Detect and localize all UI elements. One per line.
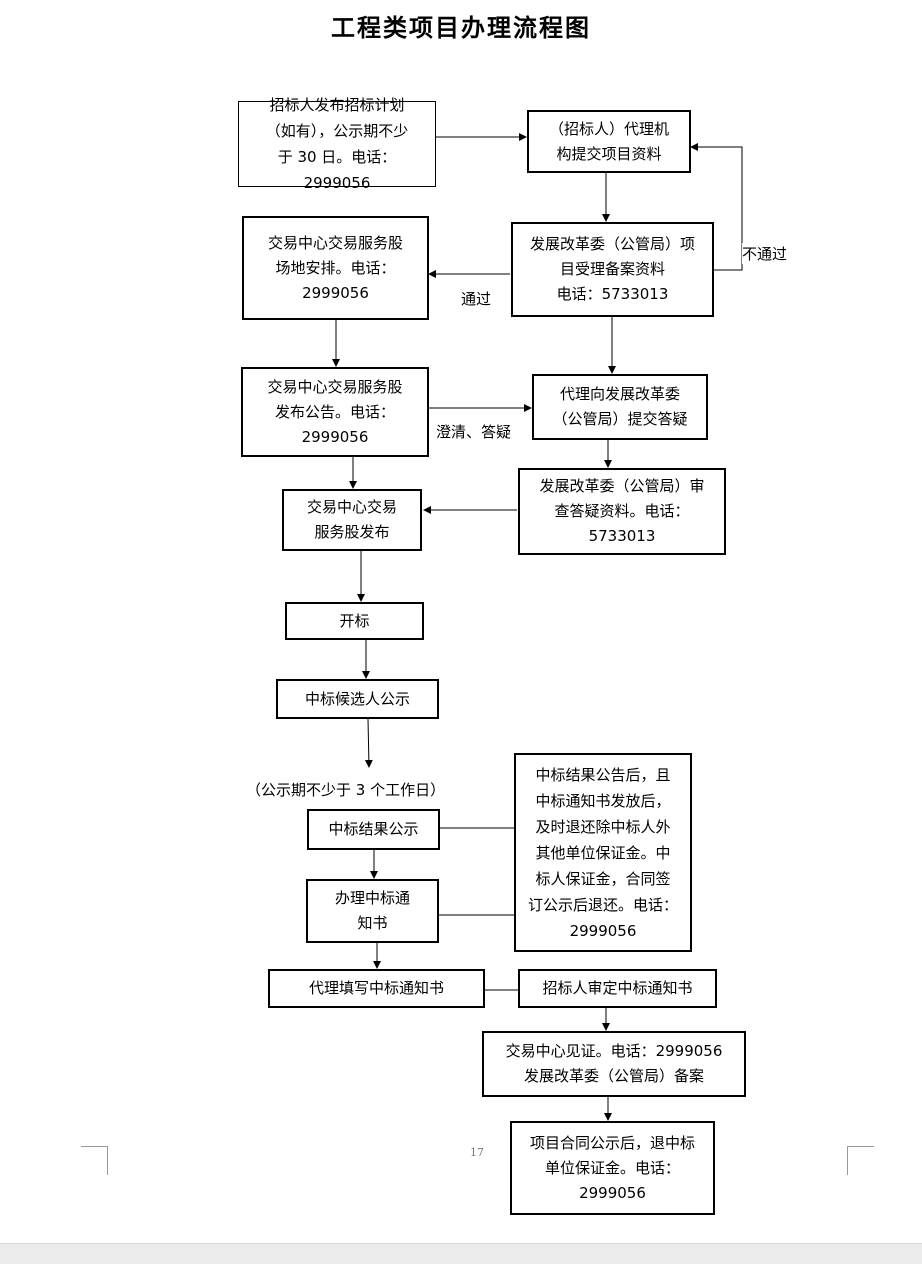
arrow-not-pass-loop	[690, 143, 743, 271]
node-agent-qa: 代理向发展改革委（公管局）提交答疑	[532, 374, 708, 440]
page-title: 工程类项目办理流程图	[331, 13, 591, 42]
node-deposit-refund: 中标结果公告后，且中标通知书发放后，及时退还除中标人外其他单位保证金。中标人保证…	[514, 753, 692, 952]
node-contract-refund: 项目合同公示后，退中标单位保证金。电话：2999056	[510, 1121, 715, 1215]
node-bid-plan: 招标人发布招标计划（如有），公示期不少于 30 日。电话：2999056	[238, 96, 436, 192]
node-agent-submit: （招标人）代理机构提交项目资料	[527, 110, 691, 173]
label-publicity-period: （公示期不少于 3 个工作日）	[246, 779, 446, 800]
arrow-candidate-to-period	[364, 718, 373, 768]
viewer-bottom-bar	[0, 1243, 922, 1264]
node-publish-announcement: 交易中心交易服务股发布公告。电话：2999056	[241, 367, 429, 457]
page-number: 17	[470, 1146, 484, 1159]
node-fill-notice: 代理填写中标通知书	[268, 969, 485, 1008]
node-open-bid: 开标	[285, 602, 424, 640]
crop-mark-right	[847, 1146, 874, 1175]
crop-mark-left	[81, 1146, 108, 1175]
label-not-pass: 不通过	[742, 243, 788, 264]
label-clarify-qa: 澄清、答疑	[436, 421, 512, 442]
node-confirm-notice: 招标人审定中标通知书	[518, 969, 717, 1008]
node-ndrc-review: 发展改革委（公管局）审查答疑资料。电话：5733013	[518, 468, 726, 555]
node-ndrc-accept: 发展改革委（公管局）项目受理备案资料电话：5733013	[511, 222, 714, 317]
node-center-publish: 交易中心交易服务股发布	[282, 489, 422, 551]
node-result-publicity: 中标结果公示	[307, 809, 440, 850]
node-notice-handle: 办理中标通知书	[306, 879, 439, 943]
node-venue-arrange: 交易中心交易服务股场地安排。电话：2999056	[242, 216, 429, 320]
node-candidate-publicity: 中标候选人公示	[276, 679, 439, 719]
label-pass: 通过	[461, 288, 492, 309]
